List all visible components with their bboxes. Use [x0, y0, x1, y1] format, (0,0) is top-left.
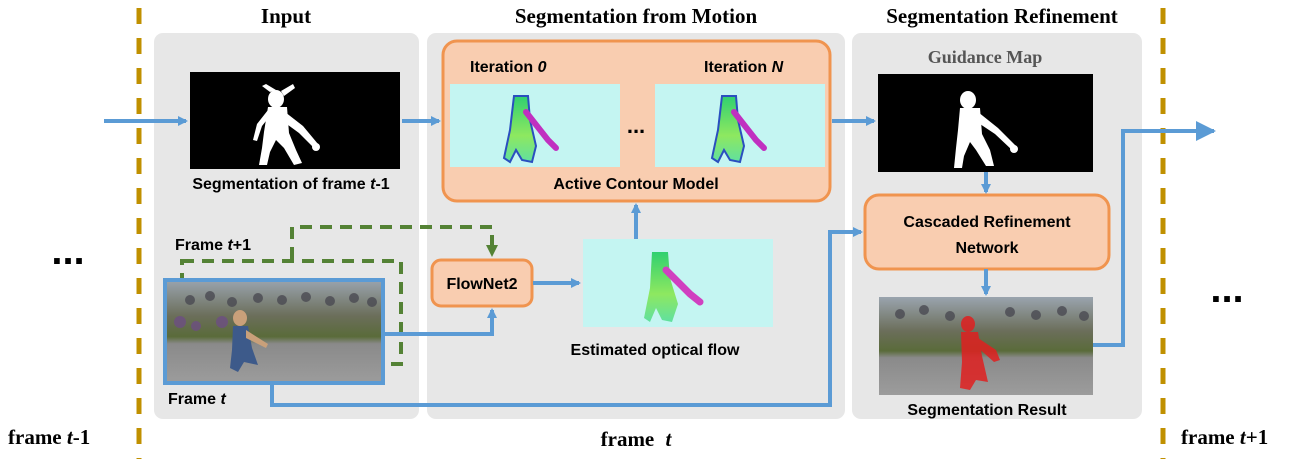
section-title-refine: Segmentation Refinement: [886, 4, 1118, 28]
label-segmentation-result: Segmentation Result: [907, 402, 1067, 419]
arrow-outgoing: [1093, 121, 1216, 347]
section-title-input: Input: [261, 4, 311, 28]
label-segmentation-prev: Segmentation of frame t-1: [192, 176, 389, 193]
label-guidance-map: Guidance Map: [928, 47, 1043, 67]
label-frame-current: Frame t: [168, 391, 226, 408]
frame-label-next: frame t+1: [1181, 425, 1268, 449]
frame-label-prev: frame t-1: [8, 425, 90, 449]
section-title-motion: Segmentation from Motion: [515, 4, 758, 28]
label-crn-line1: Cascaded Refinement: [903, 214, 1071, 231]
label-estimated-flow: Estimated optical flow: [571, 342, 740, 359]
cascaded-refinement-box: [863, 193, 1111, 271]
iteration-0-image: [450, 84, 620, 167]
label-active-contour: Active Contour Model: [553, 176, 718, 193]
label-iteration-n: Iteration N: [704, 59, 784, 76]
mask-previous: [190, 72, 400, 169]
arrow-frame-to-flownet: [383, 308, 497, 336]
arrow-frame-to-crn: [270, 227, 863, 407]
guidance-map-image: [878, 74, 1093, 172]
label-flownet: FlowNet2: [446, 276, 517, 293]
frame-current-photo: [165, 280, 383, 383]
label-iteration-0: Iteration 0: [470, 59, 547, 76]
segmentation-result-image: [879, 297, 1093, 395]
flownet-box: [430, 258, 534, 308]
iteration-ellipsis: ...: [627, 113, 645, 138]
optical-flow-image: [583, 239, 773, 327]
iteration-n-image: [655, 84, 825, 167]
label-crn-line2: Network: [955, 240, 1018, 257]
label-frame-next: Frame t+1: [175, 237, 251, 254]
frame-label-current: frame t: [601, 427, 673, 451]
arrow-frame-next-to-flownet: [290, 225, 498, 259]
ellipsis-right: ...: [1210, 267, 1243, 311]
ellipsis-left: ...: [51, 229, 84, 273]
